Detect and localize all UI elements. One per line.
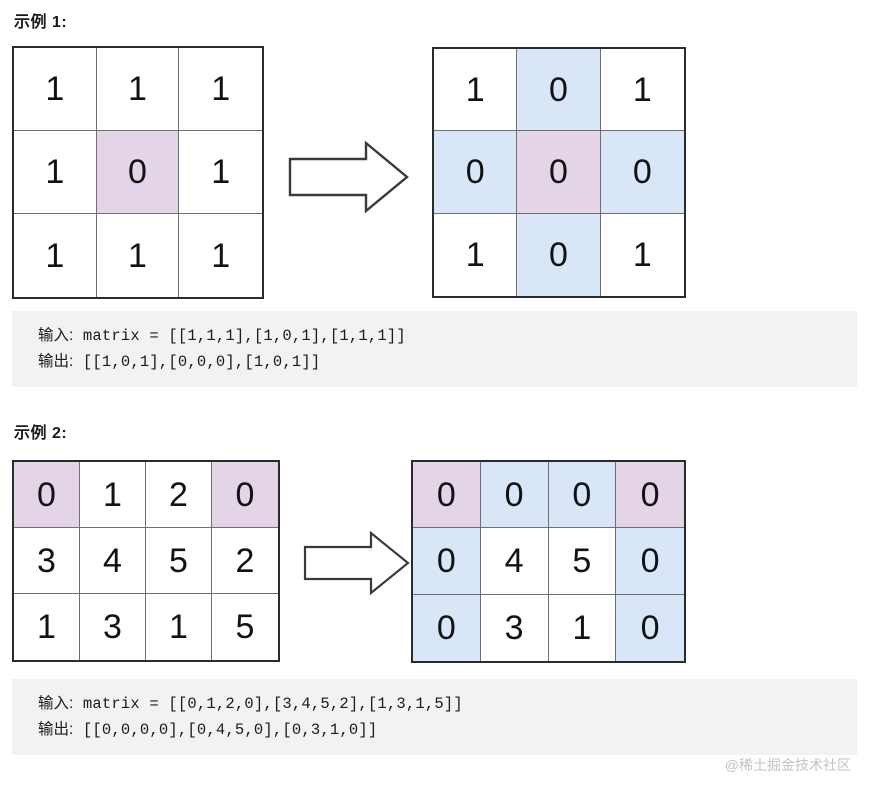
example-2-output-cell: 4 [480, 528, 549, 595]
example-2-output-cell: 1 [548, 594, 617, 661]
example-1-output-cell: 1 [434, 213, 518, 296]
example-2-input-label: 输入: [38, 695, 74, 712]
example-1-output-cell: 0 [434, 131, 518, 214]
example-2-input-cell: 1 [80, 462, 146, 528]
example-2-output-label: 输出: [38, 721, 74, 738]
example-2-output-cell: 0 [616, 594, 684, 661]
example-2-output-line: 输出: [[0,0,0,0],[0,4,5,0],[0,3,1,0]] [38, 717, 857, 743]
example-1-input-label: 输入: [38, 327, 74, 344]
example-2-output-cell: 0 [413, 528, 481, 595]
example-2-output-cell: 0 [413, 594, 481, 661]
example-2-input-cell: 5 [146, 528, 212, 594]
example-2-input-cell: 2 [212, 528, 278, 594]
example-2-input-cell: 1 [14, 594, 80, 660]
example-2-output-cell: 0 [616, 528, 684, 595]
example-2-input-cell: 5 [212, 594, 278, 660]
example-2-input-cell: 1 [146, 594, 212, 660]
example-1-input-cell: 1 [179, 131, 262, 214]
example-1-output-cell: 0 [517, 213, 601, 296]
example-1-input-cell: 1 [14, 131, 97, 214]
example-1-output-cell: 0 [600, 131, 684, 214]
example-2-input-cell: 4 [80, 528, 146, 594]
example-1-output-cell: 0 [517, 49, 601, 132]
example-2-input-line: 输入: matrix = [[0,1,2,0],[3,4,5,2],[1,3,1… [38, 691, 857, 717]
example-2-output-cell: 0 [616, 462, 684, 529]
example-1-output-cell: 1 [600, 213, 684, 296]
example-1-output-cell: 0 [517, 131, 601, 214]
example-1-input-value: matrix = [[1,1,1],[1,0,1],[1,1,1]] [73, 327, 406, 345]
right-arrow-icon-2 [303, 530, 411, 596]
example-2-code-block: 输入: matrix = [[0,1,2,0],[3,4,5,2],[1,3,1… [12, 679, 857, 755]
example-2-output-cell: 0 [480, 462, 549, 529]
example-1-input-cell: 1 [179, 48, 262, 131]
example-1-input-cell: 1 [179, 214, 262, 297]
example-1-output-line: 输出: [[1,0,1],[0,0,0],[1,0,1]] [38, 349, 857, 375]
example-2-input-cell: 0 [14, 462, 80, 528]
example-2-output-cell: 0 [413, 462, 481, 529]
example-2-input-cell: 0 [212, 462, 278, 528]
example-1-input-cell: 1 [96, 214, 180, 297]
example-1-title: 示例 1: [14, 14, 68, 31]
example-2-input-cell: 3 [80, 594, 146, 660]
example-2-output-cell: 3 [480, 594, 549, 661]
watermark: @稀土掘金技术社区 [724, 757, 851, 773]
example-1-code-block: 输入: matrix = [[1,1,1],[1,0,1],[1,1,1]] 输… [12, 311, 857, 387]
example-2-title: 示例 2: [14, 425, 68, 442]
example-1-output-cell: 1 [600, 49, 684, 132]
example-2-output-value: [[0,0,0,0],[0,4,5,0],[0,3,1,0]] [73, 721, 378, 739]
example-2-input-cell: 2 [146, 462, 212, 528]
example-1-input-cell: 1 [96, 48, 180, 131]
example-1-input-line: 输入: matrix = [[1,1,1],[1,0,1],[1,1,1]] [38, 323, 857, 349]
example-2-output-cell: 0 [548, 462, 617, 529]
example-2-input-cell: 3 [14, 528, 80, 594]
example-1-output-label: 输出: [38, 353, 74, 370]
right-arrow-icon [288, 140, 410, 214]
example-1-input-cell: 1 [14, 48, 97, 131]
example-1-output-cell: 1 [434, 49, 518, 132]
example-2-output-cell: 5 [548, 528, 617, 595]
example-1-input-cell: 1 [14, 214, 97, 297]
example-2-input-value: matrix = [[0,1,2,0],[3,4,5,2],[1,3,1,5]] [73, 695, 463, 713]
example-1-output-value: [[1,0,1],[0,0,0],[1,0,1]] [73, 353, 321, 371]
example-1-input-cell: 0 [96, 131, 180, 214]
